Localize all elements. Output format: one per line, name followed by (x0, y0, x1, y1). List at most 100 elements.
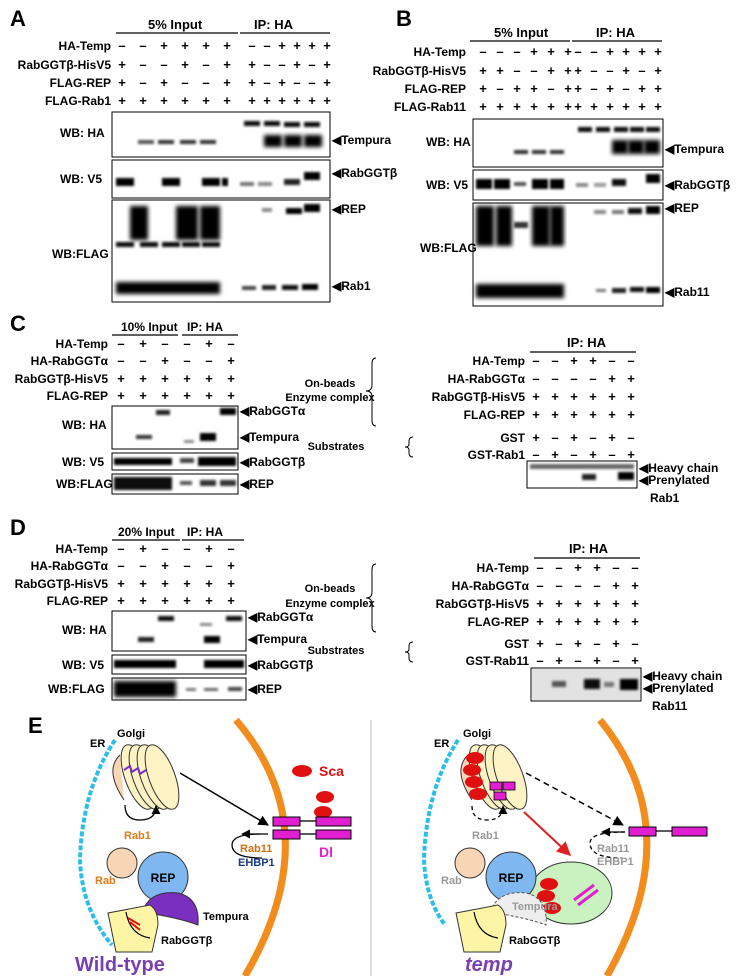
sign-cell: + (181, 93, 189, 108)
sign-cell: + (631, 578, 639, 593)
sign-cell: + (323, 93, 331, 108)
sign-cell: + (248, 93, 256, 108)
sign-cell: + (555, 596, 563, 611)
sign-cell: – (593, 578, 600, 593)
wt-prenyl-line (127, 917, 141, 926)
sign-cell: – (513, 44, 520, 59)
mut-tempura-absent-shape (489, 892, 547, 926)
sign-cell: + (532, 389, 540, 404)
panel-e-letter: E (28, 713, 43, 738)
sign-cell: + (654, 81, 662, 96)
panel-c-assay-row-label: HA-RabGGTα (448, 372, 526, 386)
sign-cell: – (590, 44, 597, 59)
panel-c-row-label: RabGGTβ-HisV5 (15, 372, 109, 386)
sign-cell: + (117, 388, 125, 403)
sign-cell: – (139, 75, 146, 90)
sign-cell: – (593, 636, 600, 651)
panel-c-wb-flag-label: WB:FLAG (56, 477, 113, 491)
sign-cell: – (574, 653, 581, 668)
sign-cell: + (570, 407, 578, 422)
sign-cell: + (627, 447, 635, 462)
sign-cell: + (161, 388, 169, 403)
sign-cell: + (564, 81, 572, 96)
mut-rabggt-label: RabGGTβ (509, 935, 561, 947)
sign-cell: – (638, 63, 645, 78)
sign-cell: + (278, 75, 286, 90)
sign-cell: + (293, 93, 301, 108)
mut-rep-label: REP (499, 871, 524, 885)
panel-c-assay-row-label: GST-Rab1 (468, 448, 526, 462)
mut-rab1-label: Rab1 (472, 830, 499, 842)
sign-cell: + (564, 63, 572, 78)
sign-cell: – (570, 447, 577, 462)
sign-cell: – (536, 560, 543, 575)
sign-cell: + (223, 93, 231, 108)
sign-cell: – (551, 353, 558, 368)
panel-a-wb-flag-label: WB:FLAG (52, 247, 109, 261)
sign-cell: + (223, 38, 231, 53)
panel-c-assay-row-label: RabGGTβ-HisV5 (432, 390, 526, 404)
mut-golgi-label: Golgi (463, 728, 491, 740)
sign-cell: – (263, 38, 270, 53)
sign-cell: – (536, 578, 543, 593)
sign-cell: + (479, 99, 487, 114)
sign-cell: + (181, 38, 189, 53)
sign-cell: – (181, 75, 188, 90)
panel-d-assay-row-label: GST-Rab11 (466, 654, 530, 668)
panel-d-brace-substrates (404, 641, 414, 663)
panel-d-blot-flag-bands (114, 681, 242, 697)
panel-c-blot-ha-bands (136, 408, 236, 443)
mut-er-label: ER (434, 738, 449, 750)
panel-a-row-label: FLAG-REP (50, 76, 111, 90)
sign-cell: + (551, 407, 559, 422)
sign-cell: – (551, 430, 558, 445)
panel-a: A 5% Input IP: HA HA-Temp RabGGTβ-HisV5 … (10, 6, 397, 303)
sign-cell: + (183, 576, 191, 591)
sign-cell: – (530, 63, 537, 78)
sign-cell: + (308, 38, 316, 53)
sign-cell: – (532, 353, 539, 368)
sign-cell: – (202, 75, 209, 90)
panel-a-input-header: 5% Input (148, 17, 203, 32)
sign-cell: – (589, 371, 596, 386)
sign-cell: + (183, 388, 191, 403)
sign-cell: + (160, 38, 168, 53)
wt-rab-label: Rab (95, 875, 116, 887)
panel-a-arrow-rab1: ◀Rab1 (331, 279, 371, 293)
panel-c-group-onbeads: On-beads (305, 378, 356, 390)
panel-d-blot-v5 (111, 654, 247, 675)
panel-d-brace-enzyme (365, 563, 377, 633)
sign-cell: + (590, 99, 598, 114)
sign-cell: – (308, 75, 315, 90)
panel-a-row-label: FLAG-Rab1 (45, 94, 111, 108)
sign-cell: + (574, 99, 582, 114)
panel-b: B 5% Input IP: HA HA-Temp RabGGTβ-HisV5 … (373, 6, 730, 307)
panel-d-arrow-prenylated: ◀Prenylated (642, 681, 714, 695)
panel-c-assay-row-label: GST (500, 431, 525, 445)
panel-c-assay-ip-header: IP: HA (567, 335, 607, 350)
sign-cell: + (606, 81, 614, 96)
sign-cell: + (564, 99, 572, 114)
panel-a-sign-grid: ––++++––+++++––+–++––+–++–+––++–+––+++++… (118, 38, 331, 108)
mut-cell-membrane (597, 717, 651, 976)
sign-cell: + (223, 57, 231, 72)
panel-c-arrow-rab1: Rab1 (650, 491, 680, 505)
panel-a-blot-v5-bands (116, 172, 320, 186)
sign-cell: – (612, 560, 619, 575)
panel-b-ip-header: IP: HA (596, 25, 636, 40)
sign-cell: – (139, 57, 146, 72)
panel-c-wb-v5-label: WB: V5 (62, 455, 104, 469)
sign-cell: – (263, 57, 270, 72)
panel-a-blot-flag-bands (116, 204, 320, 294)
sign-cell: – (161, 336, 168, 351)
panel-d-arrow-rabggta: ◀RabGGTα (247, 610, 314, 624)
sign-cell: + (117, 371, 125, 386)
sign-cell: + (202, 38, 210, 53)
sign-cell: – (117, 353, 124, 368)
mut-tempura-label: Tempura (512, 901, 559, 913)
panel-a-letter: A (10, 6, 26, 31)
panel-b-arrow-rabggtb: ◀RabGGTβ (664, 178, 730, 192)
sign-cell: – (139, 558, 146, 573)
sign-cell: + (570, 389, 578, 404)
panel-c-row-label: HA-Temp (56, 337, 108, 351)
